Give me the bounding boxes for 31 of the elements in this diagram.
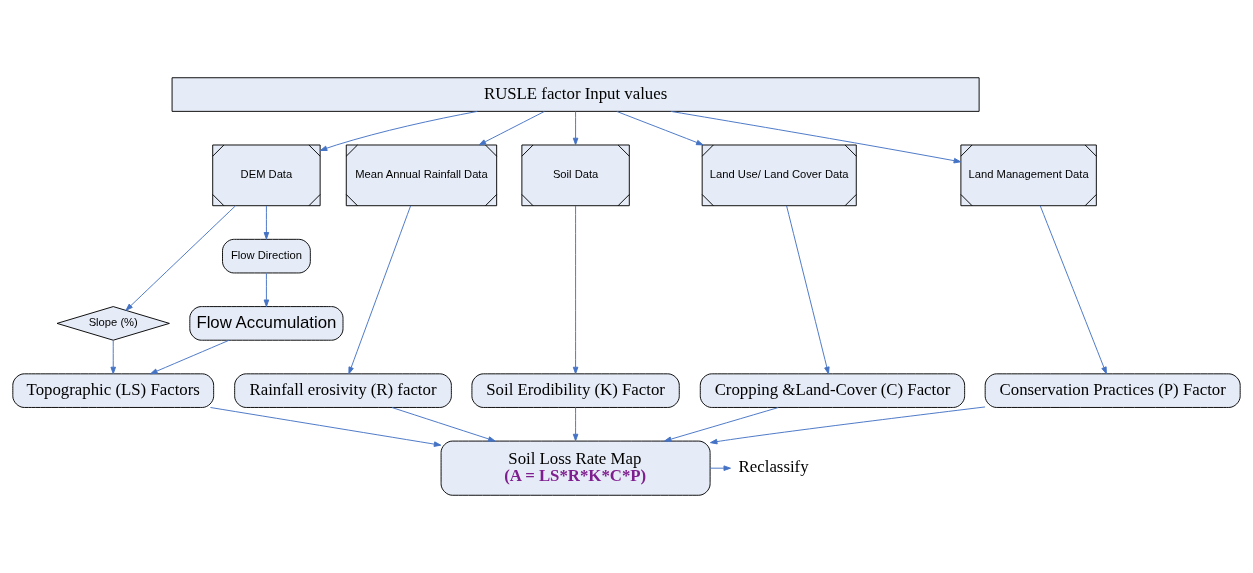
arrow bbox=[478, 111, 545, 146]
arrow bbox=[150, 339, 230, 375]
node-diamond: Slope (%) bbox=[56, 306, 170, 341]
arrow bbox=[263, 272, 270, 307]
arrow bbox=[1039, 205, 1107, 375]
arrow bbox=[709, 406, 986, 445]
node-box: Topographic (LS) Factors bbox=[12, 373, 215, 408]
node-box: RUSLE factor Input values bbox=[171, 77, 980, 112]
arrow bbox=[709, 465, 731, 471]
arrow bbox=[319, 110, 478, 151]
arrow bbox=[391, 407, 496, 442]
node-box: Flow Direction bbox=[222, 238, 311, 274]
node-box: Soil Loss Rate Map (A = LS*R*K*C*P) bbox=[440, 440, 711, 496]
arrow bbox=[110, 340, 116, 375]
node-box: Rainfall erosivity (R) factor bbox=[234, 373, 452, 408]
arrow bbox=[664, 407, 779, 442]
arrow bbox=[348, 205, 412, 375]
arrow bbox=[209, 407, 442, 447]
node-box: Cropping &Land-Cover (C) Factor bbox=[699, 373, 966, 408]
arrow bbox=[616, 111, 704, 146]
arrow bbox=[572, 205, 579, 375]
node-box: Conservation Practices (P) Factor bbox=[984, 373, 1241, 408]
arrow bbox=[263, 205, 270, 240]
arrow bbox=[572, 111, 579, 146]
arrow bbox=[572, 407, 579, 442]
node-box: Flow Accumulation bbox=[189, 306, 344, 341]
node-box: Soil Erodibility (K) Factor bbox=[471, 373, 680, 408]
arrow bbox=[786, 205, 830, 375]
arrow bbox=[670, 110, 962, 164]
node-text: Reclassify bbox=[738, 457, 809, 477]
arrow bbox=[125, 205, 236, 311]
